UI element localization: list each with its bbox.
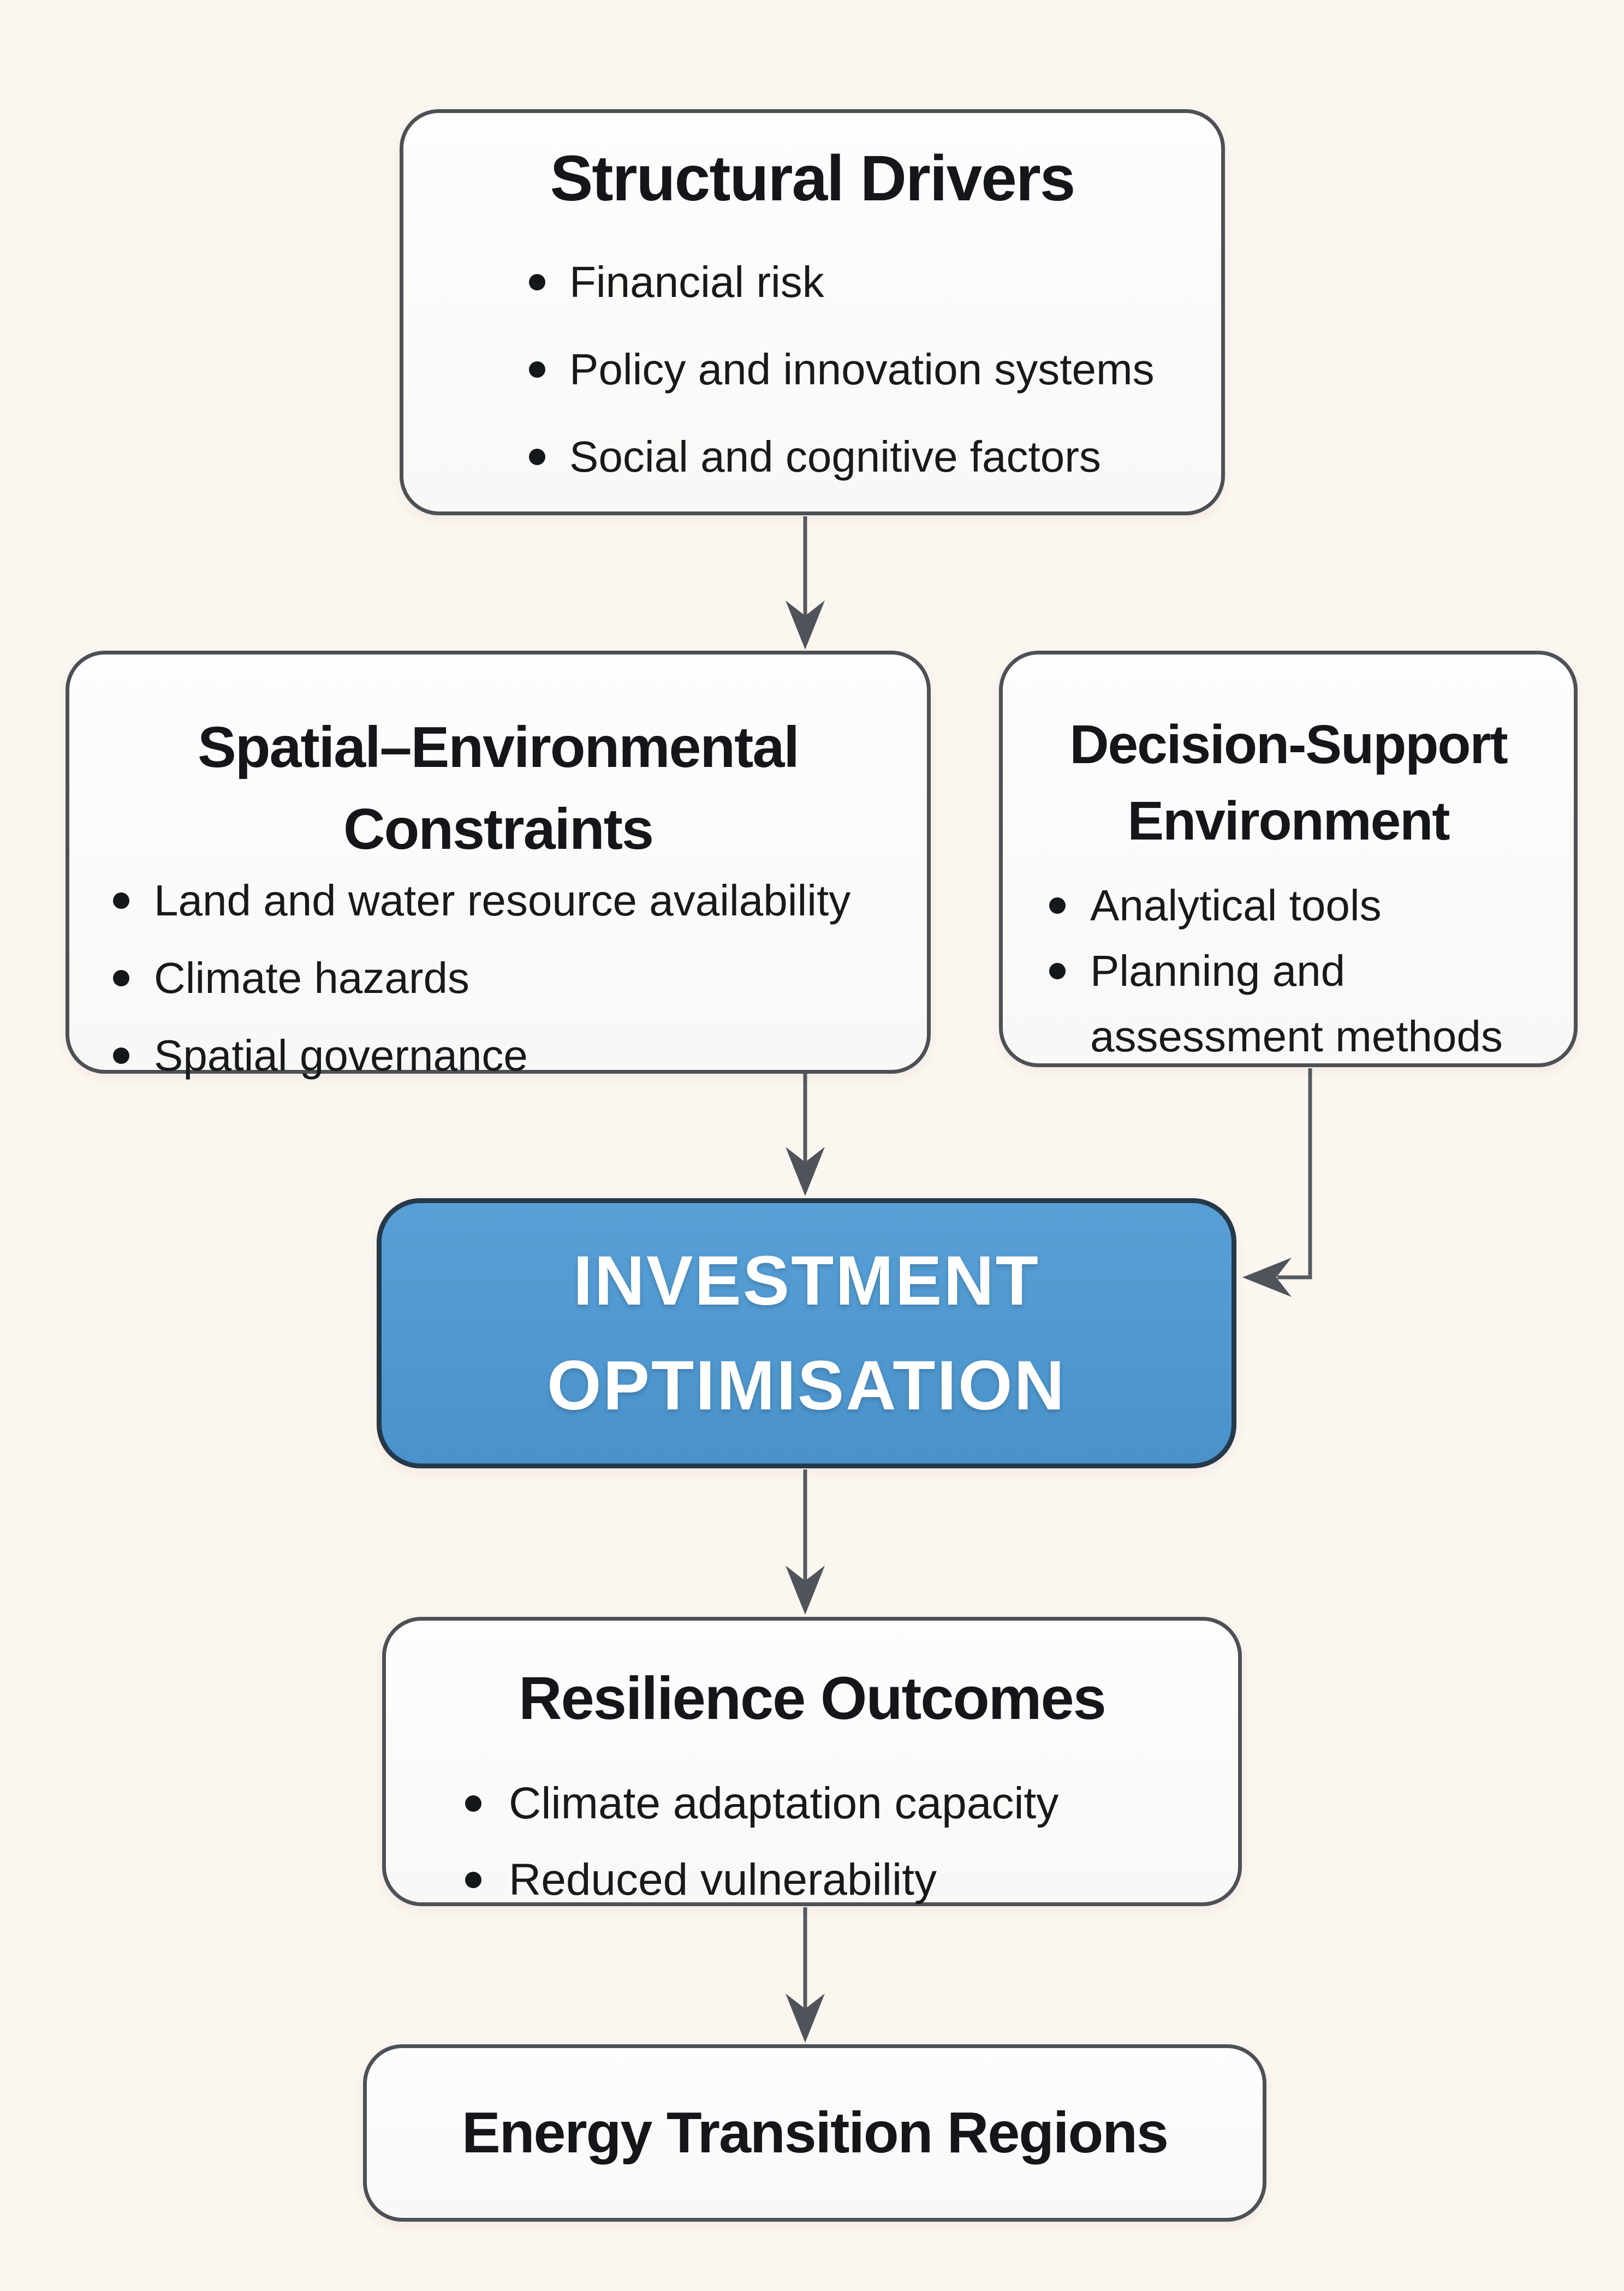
- node-decision-support-environment: Decision-Support Environment Analytical …: [999, 651, 1578, 1067]
- title-line: Constraints: [343, 797, 654, 861]
- bullet-item: Climate adaptation capacity: [465, 1765, 1216, 1842]
- resilience-outcomes-title: Resilience Outcomes: [519, 1665, 1107, 1732]
- spatial-constraints-title: Spatial–Environmental Constraints: [69, 706, 927, 870]
- title-line: Spatial–Environmental: [198, 715, 800, 779]
- resilience-outcomes-bullet-list: Climate adaptation capacity Reduced vuln…: [465, 1765, 1216, 1918]
- bullet-text: Policy and innovation systems: [569, 345, 1155, 394]
- title-line: Decision-Support: [1069, 714, 1508, 775]
- bullet-dot: [1049, 963, 1066, 979]
- bullet-dot: [465, 1795, 481, 1812]
- bullet-item: Analytical tools: [1049, 873, 1507, 938]
- node-structural-drivers: Structural Drivers Financial risk Policy…: [400, 109, 1225, 515]
- decision-support-title: Decision-Support Environment: [1003, 706, 1574, 859]
- structural-drivers-title: Structural Drivers: [550, 142, 1076, 215]
- bullet-dot: [113, 892, 129, 909]
- bullet-item: Planning and assessment methods: [1049, 938, 1507, 1069]
- bullet-item: Social and cognitive factors: [529, 413, 1199, 501]
- title-line: OPTIMISATION: [547, 1346, 1066, 1425]
- arrowhead-investment-to-resilience: [786, 1566, 825, 1615]
- bullet-text: Land and water resource availability: [154, 876, 851, 925]
- bullet-item: Climate hazards: [113, 939, 911, 1017]
- node-investment-optimisation: INVESTMENT OPTIMISATION: [377, 1198, 1236, 1468]
- bullet-dot: [529, 449, 545, 465]
- investment-optimisation-title: INVESTMENT OPTIMISATION: [547, 1229, 1066, 1438]
- decision-support-bullet-list: Analytical tools Planning and assessment…: [1049, 873, 1507, 1069]
- bullet-text: Spatial governance: [154, 1031, 528, 1080]
- bullet-text: Analytical tools: [1090, 881, 1382, 930]
- arrowhead-spatial-to-investment: [786, 1147, 825, 1196]
- bullet-text: Planning and assessment methods: [1090, 947, 1503, 1061]
- bullet-item: Financial risk: [529, 239, 1199, 326]
- bullet-dot: [1049, 897, 1066, 914]
- bullet-dot: [113, 970, 129, 986]
- bullet-dot: [113, 1048, 129, 1064]
- arrowhead-decision-to-investment: [1242, 1258, 1292, 1297]
- bullet-text: Climate hazards: [154, 954, 470, 1002]
- bullet-item: Land and water resource availability: [113, 862, 911, 939]
- arrowhead-resilience-to-energy: [786, 1994, 825, 2043]
- node-spatial-environmental-constraints: Spatial–Environmental Constraints Land a…: [66, 651, 931, 1080]
- bullet-dot: [529, 361, 545, 378]
- structural-drivers-bullet-list: Financial risk Policy and innovation sys…: [529, 239, 1199, 501]
- bullet-text: Social and cognitive factors: [569, 432, 1101, 481]
- spatial-constraints-bullet-list: Land and water resource availability Cli…: [113, 862, 911, 1094]
- bullet-item: Policy and innovation systems: [529, 326, 1199, 413]
- bullet-dot: [529, 274, 545, 290]
- title-line: INVESTMENT: [573, 1241, 1040, 1320]
- node-resilience-outcomes: Resilience Outcomes Climate adaptation c…: [382, 1617, 1242, 1906]
- bullet-dot: [465, 1872, 481, 1888]
- bullet-text: Climate adaptation capacity: [509, 1778, 1059, 1828]
- arrow-line-decision-to-investment: [1277, 1068, 1312, 1280]
- bullet-item: Spatial governance: [113, 1017, 911, 1094]
- arrowhead-structural-to-spatial: [786, 600, 825, 650]
- energy-transition-regions-title: Energy Transition Regions: [462, 2100, 1169, 2165]
- title-line: Environment: [1127, 790, 1450, 852]
- bullet-text: Financial risk: [569, 258, 824, 306]
- bullet-item: Reduced vulnerability: [465, 1842, 1216, 1918]
- node-energy-transition-regions: Energy Transition Regions: [363, 2044, 1266, 2222]
- bullet-text: Reduced vulnerability: [509, 1855, 937, 1905]
